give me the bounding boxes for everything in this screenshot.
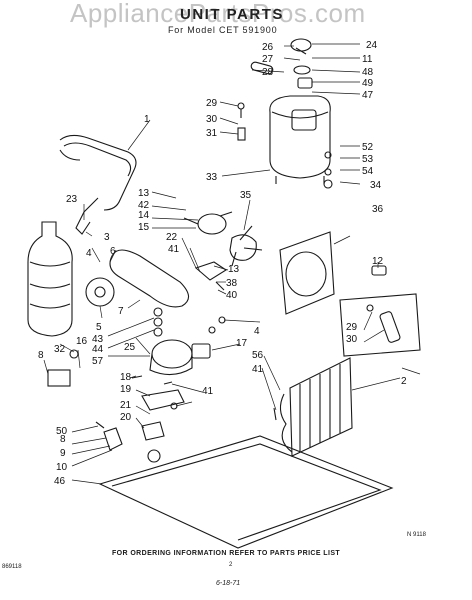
callout-13b: 13	[228, 264, 240, 275]
callout-8: 8	[38, 350, 44, 361]
callout-30: 30	[206, 114, 218, 125]
callout-22: 22	[166, 232, 178, 243]
callout-27: 27	[262, 54, 274, 65]
callout-41c: 41	[202, 386, 214, 397]
callout-52: 52	[362, 142, 374, 153]
callout-41b: 41	[252, 364, 264, 375]
capillary-tube	[59, 134, 137, 211]
callout-3: 3	[104, 232, 110, 243]
diagram-subtitle: For Model CET 591900	[168, 25, 278, 35]
terminal-screw	[237, 127, 246, 141]
callout-30b: 30	[346, 334, 358, 345]
callout-16: 16	[76, 336, 88, 347]
overload-protector	[297, 77, 313, 89]
blower-motor	[197, 213, 227, 235]
gasket	[250, 61, 274, 75]
callout-2: 2	[401, 376, 407, 387]
callout-28: 28	[262, 67, 274, 78]
callout-50: 50	[56, 426, 68, 437]
callout-35: 35	[240, 190, 252, 201]
callout-36: 36	[372, 204, 384, 215]
page-number: 2	[229, 562, 233, 568]
ordering-note: FOR ORDERING INFORMATION REFER TO PARTS …	[112, 550, 341, 557]
accumulator	[27, 221, 73, 337]
fan-motor	[149, 339, 211, 376]
compressor	[269, 95, 331, 184]
callout-56: 56	[252, 350, 264, 361]
callout-18: 18	[120, 372, 132, 383]
callout-6: 6	[110, 246, 116, 257]
callout-4: 4	[86, 248, 92, 259]
callout-21: 21	[120, 400, 132, 411]
callout-12: 12	[372, 256, 384, 267]
print-date: 6-18-71	[216, 580, 241, 587]
callout-44: 44	[92, 344, 104, 355]
condenser-coil	[279, 357, 353, 457]
callout-42: 42	[138, 200, 150, 211]
callout-25: 25	[124, 342, 136, 353]
callout-33: 33	[206, 172, 218, 183]
callout-20: 20	[120, 412, 132, 423]
watermark: AppliancePartsPros.com	[70, 0, 366, 28]
callout-38: 38	[226, 278, 238, 289]
fan-blade	[229, 234, 257, 261]
callout-5: 5	[96, 322, 102, 333]
callout-13: 13	[138, 188, 150, 199]
figure-code-left: 869118	[2, 564, 22, 570]
callout-1: 1	[144, 114, 150, 125]
callout-34: 34	[370, 180, 382, 191]
callout-10: 10	[56, 462, 68, 473]
callout-41: 41	[168, 244, 180, 255]
drive-belt	[109, 249, 190, 308]
callout-9: 9	[60, 448, 66, 459]
callout-4b: 4	[254, 326, 260, 337]
callout-46: 46	[54, 476, 66, 487]
callout-53: 53	[362, 154, 374, 165]
callout-29b: 29	[346, 322, 358, 333]
terminal-ring	[293, 65, 311, 75]
condenser-shroud	[279, 231, 335, 315]
callout-24: 24	[366, 40, 378, 51]
callout-7: 7	[118, 306, 124, 317]
callout-40: 40	[226, 290, 238, 301]
callout-15: 15	[138, 222, 150, 233]
figure-code-right: N 9118	[407, 532, 426, 538]
callout-48: 48	[362, 67, 374, 78]
callout-29: 29	[206, 98, 218, 109]
callout-11: 11	[362, 54, 373, 65]
callout-49: 49	[362, 78, 374, 89]
control-bracket	[141, 389, 185, 411]
terminal-cover	[290, 38, 312, 52]
capacitor-inset	[339, 293, 421, 357]
pulley	[85, 277, 115, 307]
callout-26: 26	[262, 42, 274, 53]
base-pan	[98, 435, 394, 549]
valve-bracket	[47, 369, 71, 387]
mount-bracket	[194, 261, 228, 281]
callout-54: 54	[362, 166, 374, 177]
callout-43: 43	[92, 334, 104, 345]
callout-17: 17	[236, 338, 248, 349]
callout-19: 19	[120, 384, 132, 395]
callout-8b: 8	[60, 434, 66, 445]
diagram-title: UNIT PARTS	[180, 6, 284, 23]
callout-23: 23	[66, 194, 78, 205]
callout-57: 57	[92, 356, 104, 367]
callout-47: 47	[362, 90, 374, 101]
callout-32: 32	[54, 344, 66, 355]
callout-14: 14	[138, 210, 150, 221]
drain-plug	[371, 265, 387, 276]
callout-31: 31	[206, 128, 218, 139]
